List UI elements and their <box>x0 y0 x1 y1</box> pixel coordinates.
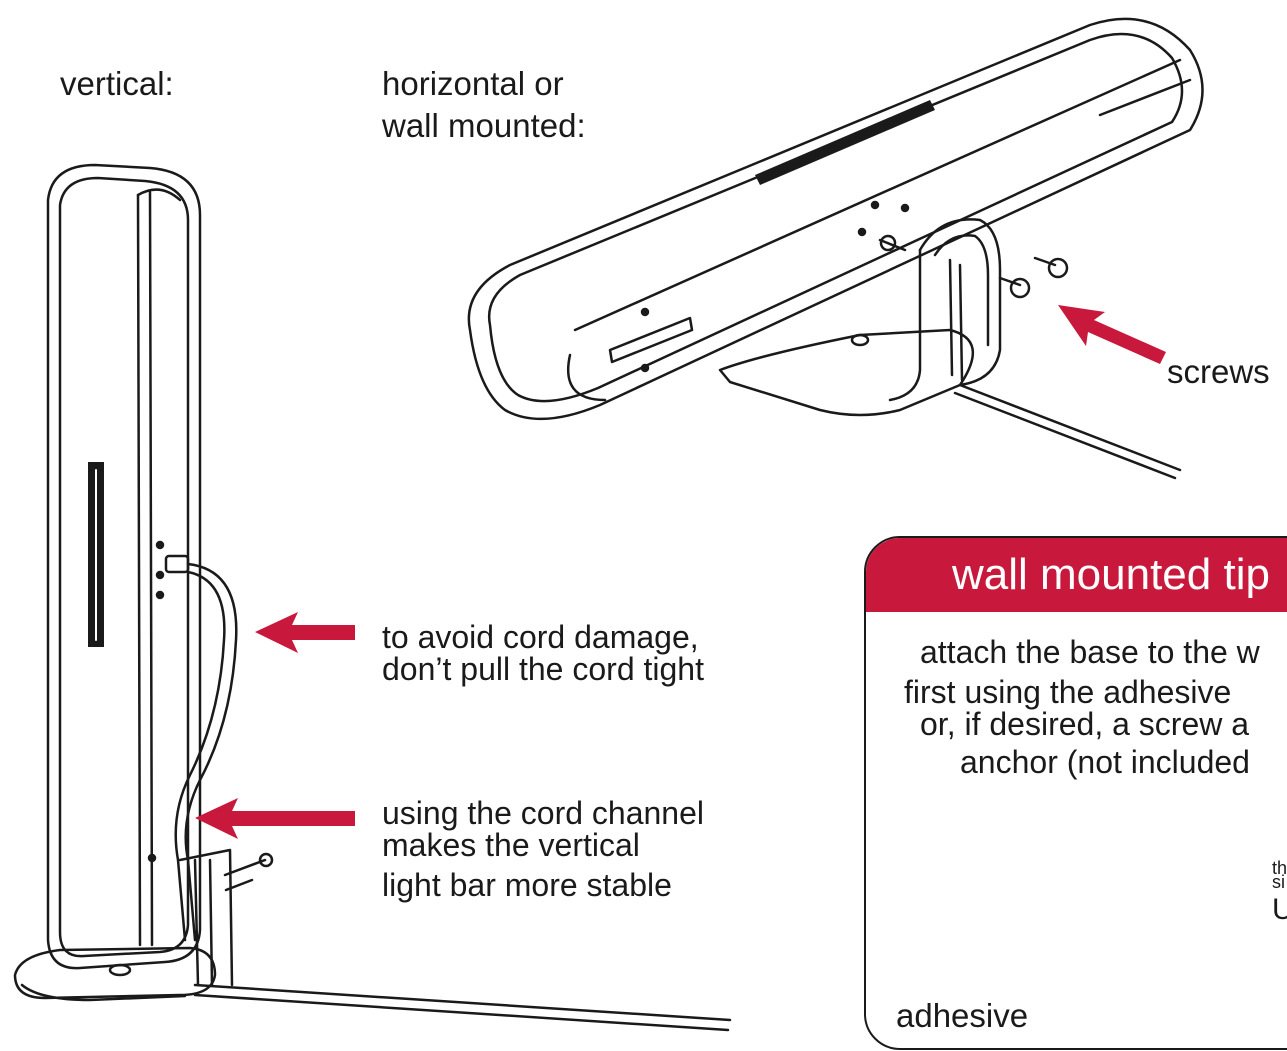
warning-text-2: si <box>1272 872 1285 892</box>
warning-text-1: th <box>1272 858 1287 878</box>
vertical-base <box>13 848 274 1002</box>
vertical-cord <box>174 562 732 1032</box>
tip-line-4: anchor (not included <box>960 744 1250 780</box>
horizontal-label-line1: horizontal or <box>382 65 564 102</box>
tip-line-1: attach the base to the w <box>920 634 1260 670</box>
vertical-light-bar <box>46 163 202 970</box>
cord-damage-line2: don’t pull the cord tight <box>382 651 704 687</box>
horizontal-label-line2: wall mounted: <box>382 107 586 144</box>
adhesive-label: adhesive <box>896 997 1029 1034</box>
cord-channel-line2: makes the vertical <box>382 827 640 863</box>
vertical-label: vertical: <box>60 65 174 102</box>
cord-channel-line3: light bar more stable <box>382 867 672 903</box>
tip-line-3: or, if desired, a screw a <box>920 706 1250 742</box>
tip-title: wall mounted tip <box>952 550 1270 599</box>
horizontal-light-bar <box>467 17 1204 480</box>
cord-damage-line1: to avoid cord damage, <box>382 619 699 655</box>
tip-line-2: first using the adhesive <box>904 674 1232 710</box>
cord-channel-line1: using the cord channel <box>382 795 704 831</box>
screws-label: screws <box>1167 353 1270 390</box>
warning-text-3: U <box>1272 894 1287 926</box>
tip-header: wall mounted tip <box>866 538 1287 612</box>
wall-mounted-tip-box: wall mounted tip attach the base to the … <box>864 536 1287 1050</box>
